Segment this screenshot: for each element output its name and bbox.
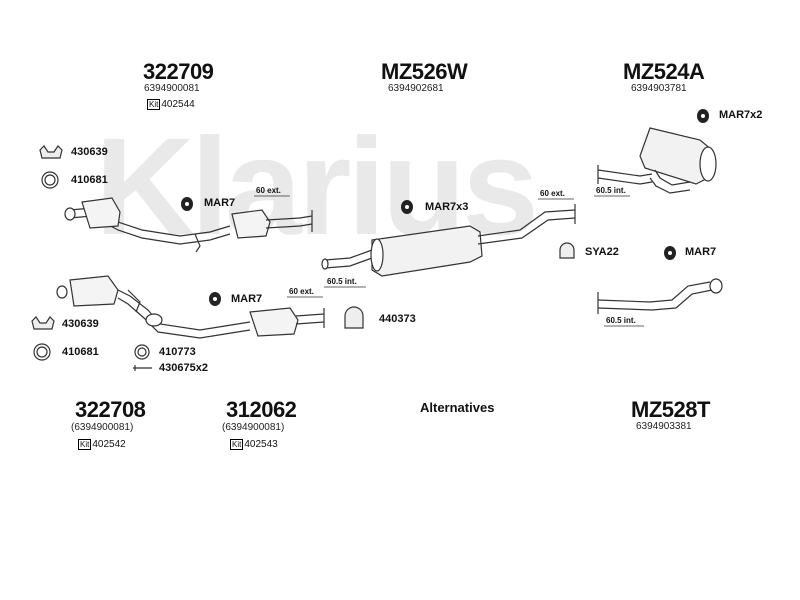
front-pipe-lower [56,275,325,339]
group-ref-mz526w: 6394902681 [388,83,444,94]
group-ref-322709: 6394900081 [144,83,200,94]
group-code-322708: 322708 [75,397,146,422]
clamp-icon [31,316,55,330]
front-pipe-upper [64,197,313,253]
pipe-label-60-5-int: 60.5 int. [606,316,636,325]
pipe-label-60-5-int: 60.5 int. [327,277,357,286]
kit-number: 402543 [244,438,278,450]
group-code-mz526w: MZ526W [381,59,468,84]
part-label-mar7x3: MAR7x3 [425,201,469,213]
part-label-mar7x2: MAR7x2 [719,109,763,121]
part-label-sya22: SYA22 [585,246,619,258]
pipe-label-60-ext: 60 ext. [256,186,281,195]
group-code-mz528t: MZ528T [631,397,710,422]
part-label-440373: 440373 [379,313,416,325]
rear-silencer [597,127,717,194]
group-ref-322708: (6394900081) [71,422,134,433]
centre-silencer [321,204,576,277]
part-label-mar7: MAR7 [204,197,236,209]
kit-number: 402544 [161,98,195,110]
part-label-430675x2: 430675x2 [159,362,208,374]
group-ref-312062: (6394900081) [222,422,285,433]
group-ref-mz524a: 6394903781 [631,83,687,94]
hanger-icon [559,242,575,259]
kit-tag: Kit [78,439,92,450]
part-label-430639: 430639 [71,146,108,158]
hanger-icon [344,306,364,329]
part-label-430639: 430639 [62,318,99,330]
ring-icon [36,346,48,358]
kit-tag: Kit [147,99,161,110]
part-label-mar7: MAR7 [685,246,717,258]
kit-number: 402542 [92,438,126,450]
ring-icon [33,343,51,361]
clamp-icon [39,145,63,159]
ring-icon [137,347,147,357]
group-code-mz524a: MZ524A [623,59,705,84]
part-label-410773: 410773 [159,346,196,358]
ring-icon [41,171,59,189]
pipe-label-60-ext: 60 ext. [289,287,314,296]
group-ref-mz528t: 6394903381 [636,421,692,432]
kit-tag: Kit [230,439,244,450]
part-label-410681: 410681 [62,346,99,358]
group-code-312062: 312062 [226,397,297,422]
ring-icon [134,344,150,360]
part-label-mar7: MAR7 [231,293,263,305]
alternatives-heading: Alternatives [420,400,495,415]
tail-pipe [597,278,723,314]
ring-icon [44,174,56,186]
bolt-icon [133,365,152,371]
group-code-322709: 322709 [143,59,214,84]
pipe-label-60-ext: 60 ext. [540,189,565,198]
part-label-410681: 410681 [71,174,108,186]
pipe-label-60-5-int: 60.5 int. [596,186,626,195]
